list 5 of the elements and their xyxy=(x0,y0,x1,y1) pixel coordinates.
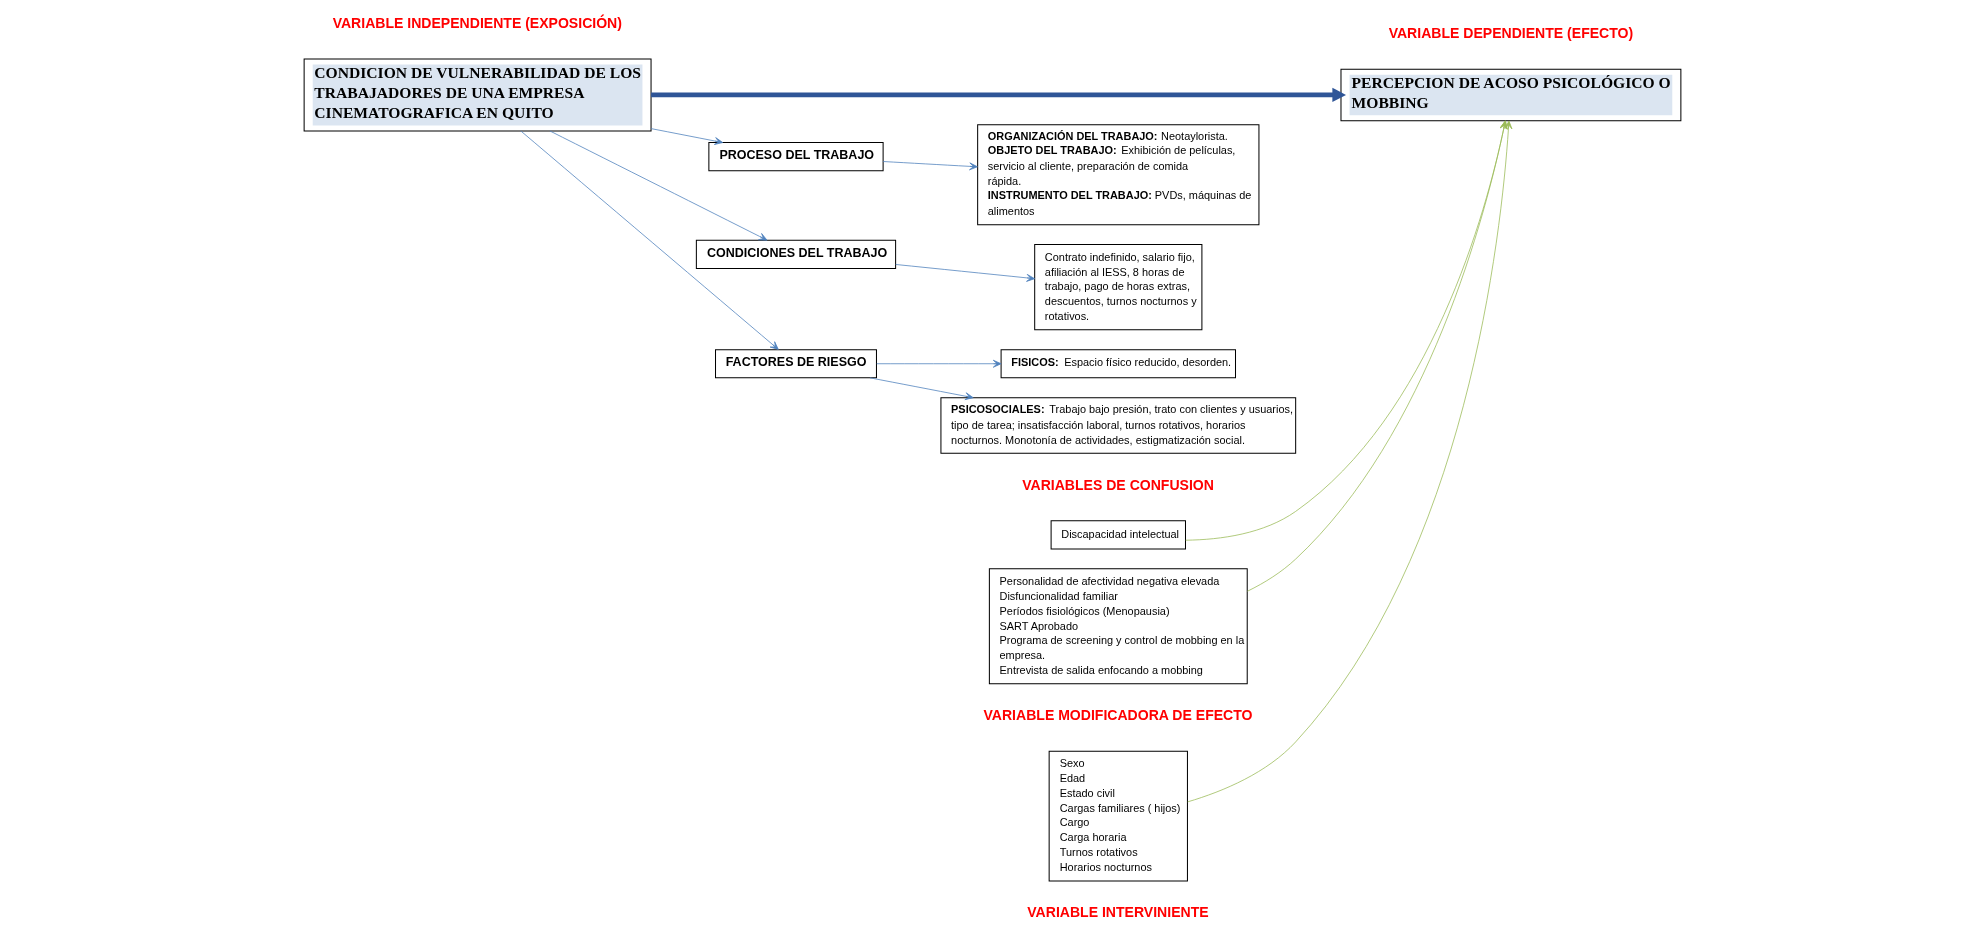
label: VARIABLE DEPENDIENTE (EFECTO) xyxy=(1388,25,1633,42)
label: VARIABLE MODIFICADORA DE EFECTO xyxy=(983,707,1252,724)
label: VARIABLES DE CONFUSION xyxy=(1021,476,1214,493)
label: VARIABLE INDEPENDIENTE (EXPOSICIÓN) xyxy=(332,15,622,32)
label: VARIABLE INTERVINIENTE xyxy=(1026,904,1209,921)
